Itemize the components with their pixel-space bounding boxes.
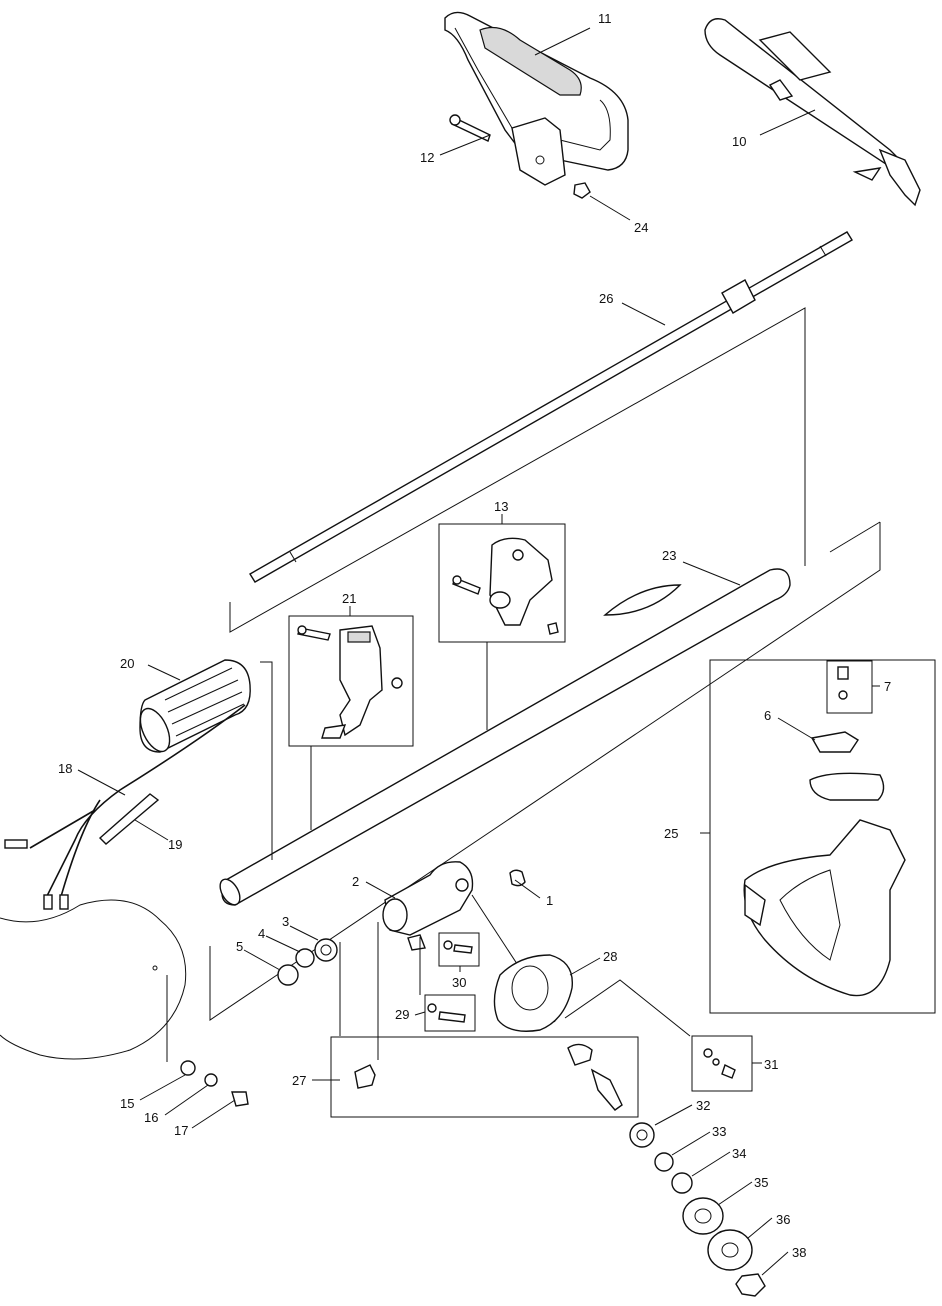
label-16: 16 <box>144 1110 158 1125</box>
grip <box>139 659 251 753</box>
label-34: 34 <box>732 1146 746 1161</box>
box-27 <box>330 1036 639 1118</box>
loop-handle <box>444 11 629 186</box>
nut-24 <box>573 182 591 199</box>
gear-case <box>382 861 474 951</box>
guard-25 <box>743 666 906 997</box>
throttle-lever <box>297 625 403 739</box>
label-4: 4 <box>258 926 265 941</box>
bolt-1 <box>509 869 526 887</box>
label-35: 35 <box>754 1175 768 1190</box>
label-21: 21 <box>342 591 356 606</box>
label-12: 12 <box>420 150 434 165</box>
engine-outline <box>0 899 187 1060</box>
washer-15 <box>180 1060 196 1076</box>
cable <box>4 704 246 910</box>
label-23: 23 <box>662 548 676 563</box>
label-18: 18 <box>58 761 72 776</box>
leader-lines <box>77 27 880 1276</box>
label-6: 6 <box>764 708 771 723</box>
label-26: 26 <box>599 291 613 306</box>
nut-38 <box>735 1273 766 1297</box>
label-2: 2 <box>352 874 359 889</box>
bearing-32 <box>629 1122 655 1148</box>
bolt-12 <box>449 114 491 142</box>
label-36: 36 <box>776 1212 790 1227</box>
box-29 <box>424 994 476 1032</box>
label-11: 11 <box>598 11 612 26</box>
label-10: 10 <box>732 134 746 149</box>
label-24: 24 <box>634 220 648 235</box>
guard-28 <box>493 954 574 1032</box>
label-17: 17 <box>174 1123 188 1138</box>
box-21 <box>288 615 414 747</box>
label-38: 38 <box>792 1245 806 1260</box>
label-25: 25 <box>664 826 678 841</box>
label-20: 20 <box>120 656 134 671</box>
box-7 <box>826 660 873 714</box>
washer-36 <box>707 1229 753 1271</box>
label-19: 19 <box>168 837 182 852</box>
label-28: 28 <box>603 949 617 964</box>
collar-34 <box>671 1172 693 1194</box>
label-3: 3 <box>282 914 289 929</box>
box-31 <box>691 1035 753 1092</box>
bearing-3 <box>314 938 338 962</box>
ring-4 <box>295 948 315 968</box>
shoulder-harness <box>704 18 921 207</box>
label-15: 15 <box>120 1096 134 1111</box>
tube-19 <box>98 793 160 845</box>
label-5: 5 <box>236 939 243 954</box>
label-13: 13 <box>494 499 508 514</box>
label-1: 1 <box>546 893 553 908</box>
grip-clamp <box>452 537 559 635</box>
label-27: 27 <box>292 1073 306 1088</box>
label-31: 31 <box>764 1057 778 1072</box>
shaft-tube <box>219 568 791 906</box>
label-30: 30 <box>452 975 466 990</box>
decal <box>603 584 682 616</box>
washer-35 <box>682 1197 724 1235</box>
label-33: 33 <box>712 1124 726 1139</box>
ring-33 <box>654 1152 674 1172</box>
screw-17 <box>231 1091 249 1107</box>
label-29: 29 <box>395 1007 409 1022</box>
drive-shaft <box>249 231 853 583</box>
washer-16 <box>204 1073 218 1087</box>
label-7: 7 <box>884 679 891 694</box>
box-30 <box>438 932 480 967</box>
box-25 <box>709 659 936 1014</box>
part-labels: 11 10 12 24 26 13 21 23 20 18 19 25 6 7 … <box>58 11 891 1260</box>
circlip-5 <box>277 964 299 986</box>
label-32: 32 <box>696 1098 710 1113</box>
